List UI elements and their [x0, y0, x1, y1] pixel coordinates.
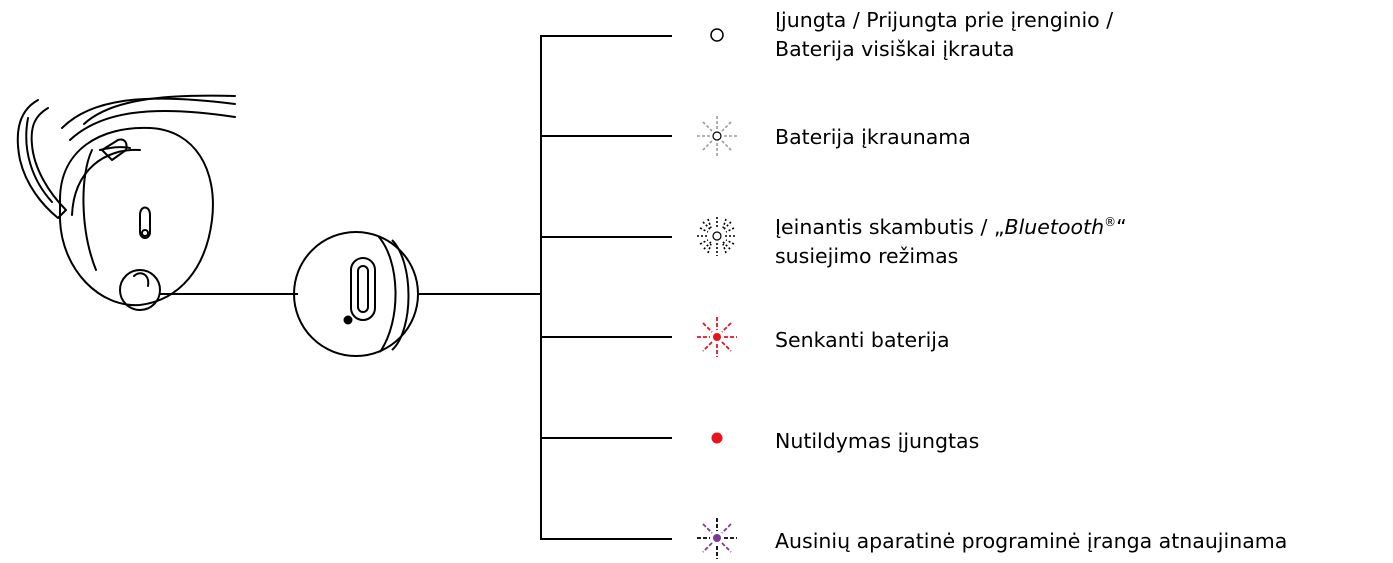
- steady-white-light-icon: [710, 28, 724, 42]
- magnified-detail: [293, 231, 419, 357]
- legend-label-mute-on: Nutildymas įjungtas: [775, 427, 979, 456]
- legend-label-line: Baterija įkraunama: [775, 125, 971, 149]
- legend-label-line: Nutildymas įjungtas: [775, 429, 980, 453]
- legend-label-incoming-call: Įeinantis skambutis / „Bluetooth®“ susie…: [775, 208, 1127, 271]
- legend-label-on-connected: Įjungta / Prijungta prie įrenginio / Bat…: [775, 6, 1113, 64]
- legend-label-line: Baterija visiškai įkrauta: [775, 37, 1015, 61]
- legend-label-line: Įeinantis skambutis / „Bluetooth®“: [775, 214, 1127, 239]
- steady-red-light-icon: [711, 432, 723, 444]
- blinking-red-light-icon: [697, 317, 737, 357]
- legend-label-charging: Baterija įkraunama: [775, 123, 971, 152]
- legend-label-firmware-update: Ausinių aparatinė programinė įranga atna…: [775, 527, 1287, 556]
- headset-illustration: [16, 94, 236, 311]
- pulsing-white-light-icon: [697, 116, 737, 156]
- legend-label-low-battery: Senkanti baterija: [775, 326, 950, 355]
- legend-bracket: [418, 35, 672, 540]
- blinking-purple-light-icon: [697, 518, 737, 559]
- fast-blinking-white-light-icon: [697, 217, 737, 256]
- legend-label-line: susiejimo režimas: [775, 243, 959, 268]
- legend-label-line: Įjungta / Prijungta prie įrenginio /: [775, 8, 1114, 32]
- legend-label-line: Senkanti baterija: [775, 328, 950, 352]
- legend-label-line: Ausinių aparatinė programinė įranga atna…: [775, 529, 1288, 553]
